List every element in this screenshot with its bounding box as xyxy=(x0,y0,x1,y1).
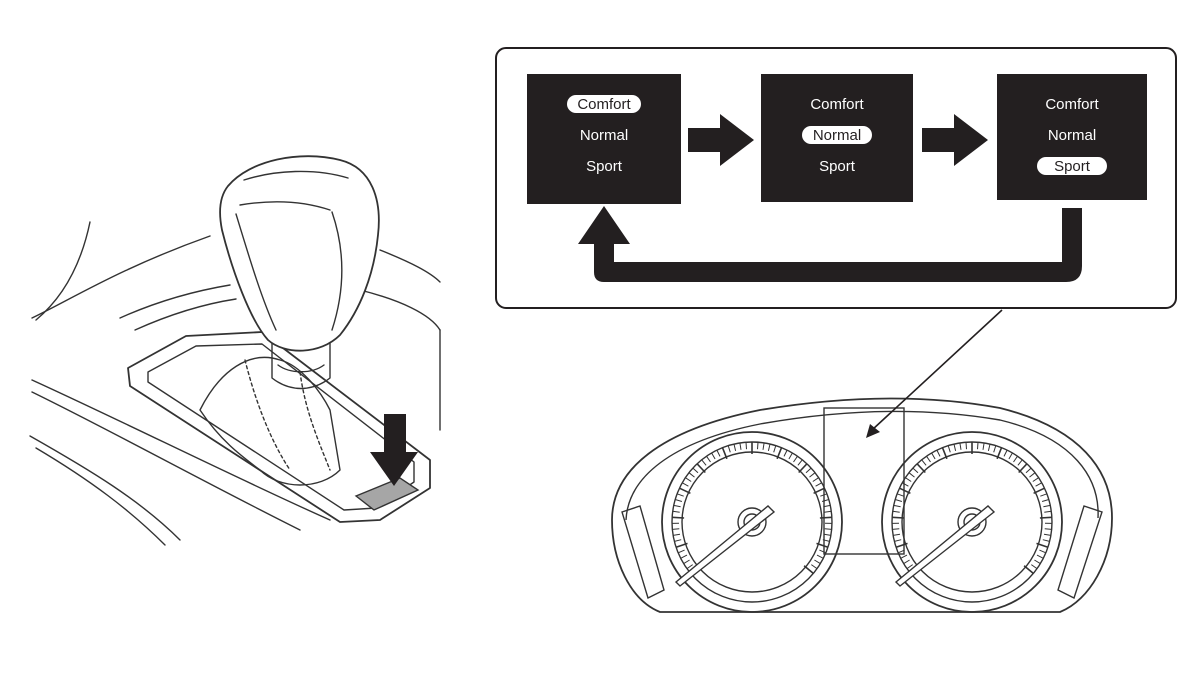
selected-mode-highlight xyxy=(1037,157,1107,175)
mode-label-comfort: Comfort xyxy=(577,96,631,113)
selected-mode-highlight xyxy=(802,126,872,144)
mode-label-normal: Normal xyxy=(1048,127,1096,144)
mode-screens: ComfortNormalSportComfortNormalSportComf… xyxy=(527,74,1147,204)
arrow-right-icon xyxy=(688,114,754,166)
mode-label-normal: Normal xyxy=(580,127,628,144)
return-loop-arrow-icon xyxy=(578,206,1082,282)
arrow-down-icon xyxy=(370,414,418,486)
mode-label-sport: Sport xyxy=(819,158,856,175)
mode-label-comfort: Comfort xyxy=(810,96,864,113)
mode-label-sport: Sport xyxy=(586,158,623,175)
gauge-needles xyxy=(674,505,996,587)
callout-leader-line xyxy=(866,309,1003,438)
mode-label-normal: Normal xyxy=(813,127,861,144)
selected-mode-highlight xyxy=(567,95,641,113)
gauge-ticks xyxy=(671,442,1053,575)
mode-label-comfort: Comfort xyxy=(1045,96,1099,113)
shift-lever-illustration xyxy=(29,155,441,546)
mode-screen-background xyxy=(997,74,1147,200)
mode-label-sport: Sport xyxy=(1054,158,1091,175)
drive-mode-button[interactable] xyxy=(354,477,420,511)
arrow-right-icon xyxy=(922,114,988,166)
